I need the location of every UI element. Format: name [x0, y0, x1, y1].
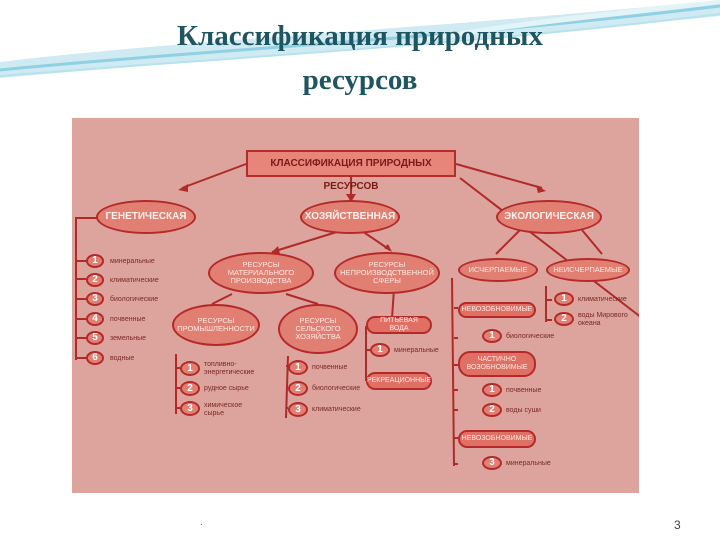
- diagram-root: Классификация природных ресурсов: [246, 150, 456, 192]
- industry-item-2-num: 2: [180, 381, 200, 396]
- node-inexhaustible: Неисчерпаемые: [546, 258, 630, 282]
- branch-genetic: Генетическая: [96, 200, 196, 234]
- genetic-item-3-num: 3: [86, 292, 104, 306]
- page-number: 3: [674, 518, 681, 532]
- agriculture-item-3-num: 3: [288, 402, 308, 417]
- node-industry: Ресурсы промышленности: [172, 304, 260, 346]
- classification-diagram: Классификация природных ресурсов Генетич…: [72, 118, 639, 493]
- genetic-item-6-num: 6: [86, 351, 104, 365]
- slide-title: Классификация природных ресурсов: [176, 20, 543, 96]
- drinking-sub-label: минеральные: [394, 347, 439, 354]
- agriculture-item-2-num: 2: [288, 381, 308, 396]
- nonrenewable2-item-num: 3: [482, 456, 502, 470]
- agriculture-item-1-label: почвенные: [312, 364, 348, 371]
- header-wave-decoration: [0, 0, 720, 78]
- industry-item-3-label: химическое сырье: [204, 402, 243, 417]
- nonrenewable-item-1-label: биологические: [506, 333, 555, 340]
- agriculture-item-3-label: климатические: [312, 406, 361, 413]
- industry-item-3-num: 3: [180, 401, 200, 416]
- inexhaustible-item-2-label: воды Мирового океана: [578, 312, 628, 327]
- branch-ecological: Экологическая: [496, 200, 602, 234]
- branch-economic: Хозяйственная: [300, 200, 400, 234]
- genetic-item-1-label: минеральные: [110, 258, 155, 265]
- genetic-item-4-label: почвенные: [110, 316, 146, 323]
- partly-item-2-label: воды суши: [506, 407, 541, 414]
- node-recreation: рекреационные: [366, 372, 432, 390]
- genetic-item-2-num: 2: [86, 273, 104, 287]
- node-nonproduction: Ресурсы непроизводственной сферы: [334, 252, 440, 294]
- genetic-item-5-num: 5: [86, 331, 104, 345]
- nonrenewable2-item-label: минеральные: [506, 460, 551, 467]
- genetic-item-1-num: 1: [86, 254, 104, 268]
- partly-item-1-label: почвенные: [506, 387, 542, 394]
- industry-item-2-label: рудное сырье: [204, 385, 249, 392]
- nonrenewable-item-1-num: 1: [482, 329, 502, 343]
- node-nonrenewable-2: невозобновимые: [458, 430, 536, 448]
- node-partly-renewable: частично возобновимые: [458, 351, 536, 377]
- node-material-production: Ресурсы материального производства: [208, 252, 314, 294]
- agriculture-item-2-label: биологические: [312, 385, 361, 392]
- genetic-item-5-label: земельные: [110, 335, 147, 342]
- genetic-item-2-label: климатические: [110, 277, 159, 284]
- industry-item-1-label: топливно-энергетические: [204, 361, 255, 376]
- genetic-item-4-num: 4: [86, 312, 104, 326]
- node-agriculture: Ресурсы сельского хозяйства: [278, 304, 358, 354]
- inexhaustible-item-1-label: климатические: [578, 296, 627, 303]
- partly-item-2-num: 2: [482, 403, 502, 417]
- inexhaustible-item-2-num: 2: [554, 312, 574, 326]
- agriculture-item-1-num: 1: [288, 360, 308, 375]
- genetic-item-3-label: биологические: [110, 296, 159, 303]
- genetic-item-6-label: водные: [110, 355, 135, 362]
- drinking-sub-num: 1: [370, 343, 390, 357]
- node-drinking-water: питьевая вода: [366, 316, 432, 334]
- partly-item-1-num: 1: [482, 383, 502, 397]
- inexhaustible-item-1-num: 1: [554, 292, 574, 306]
- node-nonrenewable: невозобновимые: [458, 302, 536, 318]
- diagram-connectors: [75, 163, 639, 467]
- footer-dot: .: [200, 517, 203, 528]
- node-exhaustible: Исчерпаемые: [458, 258, 538, 282]
- industry-item-1-num: 1: [180, 361, 200, 376]
